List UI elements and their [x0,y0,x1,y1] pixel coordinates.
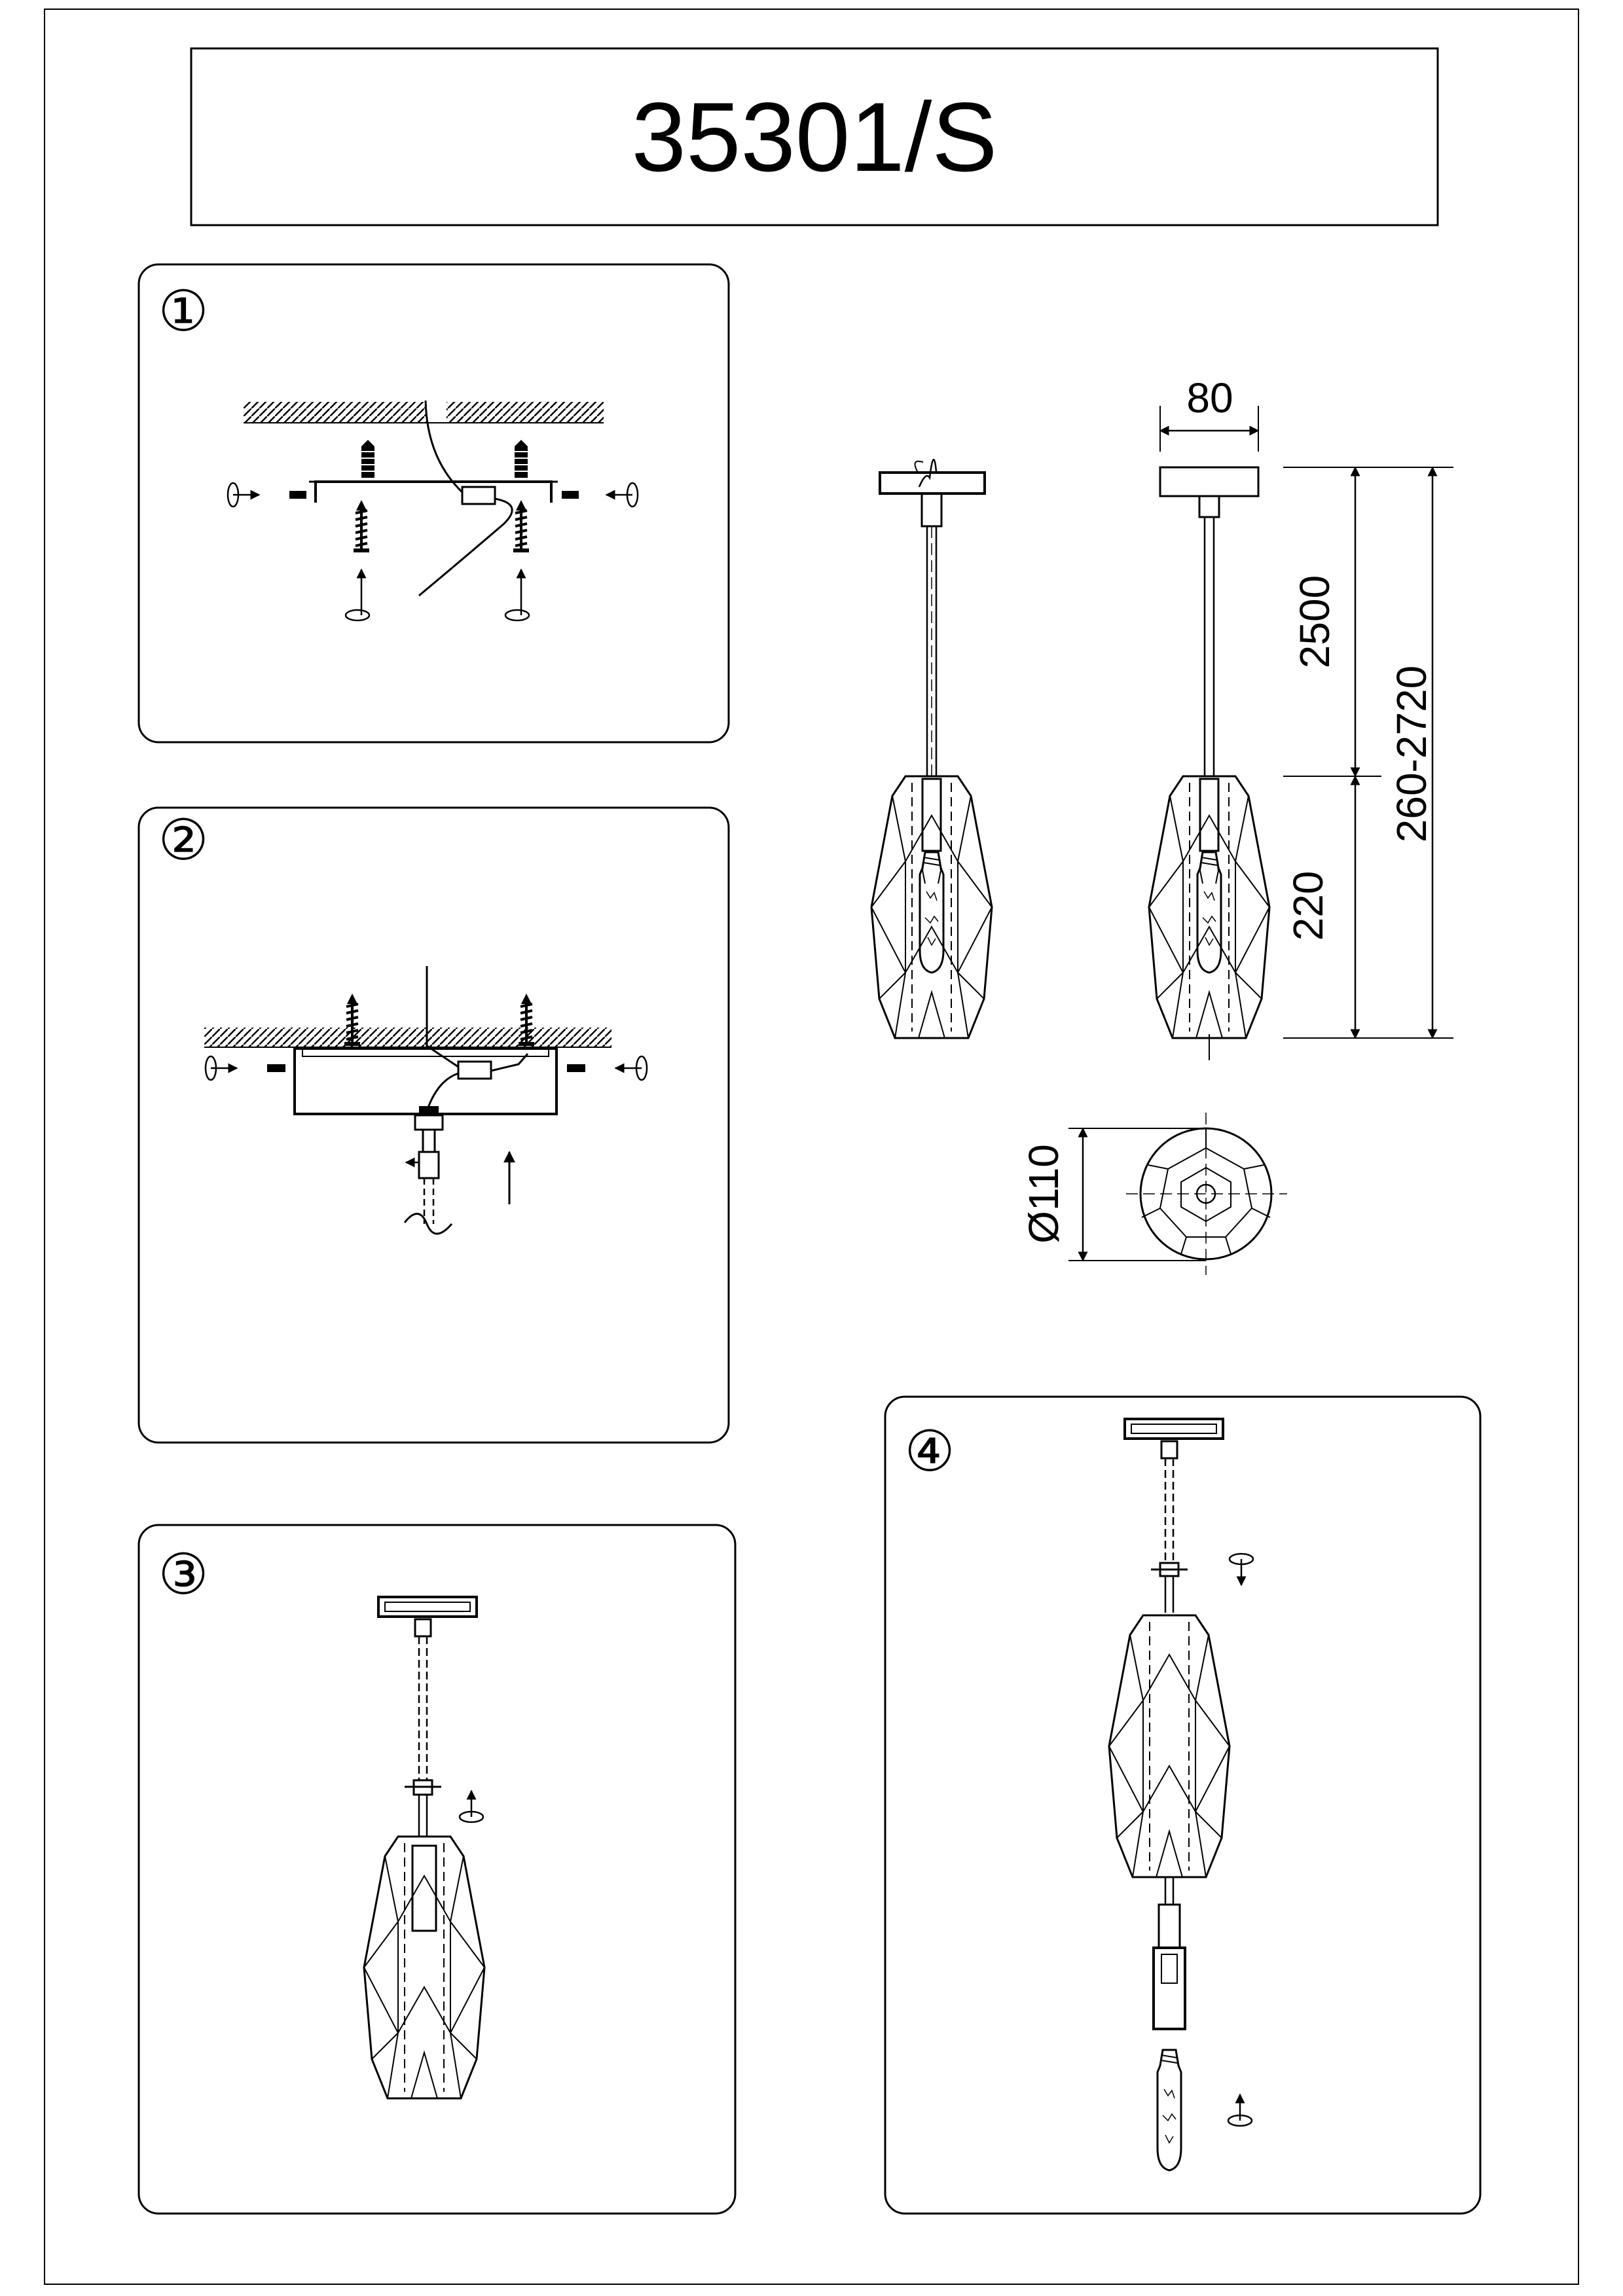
shade-diameter-label: Ø110 [1020,1144,1067,1244]
canopy-width-label: 80 [1186,374,1233,422]
step-3-number: ③ [158,1542,209,1607]
step-4-number: ④ [904,1419,955,1484]
model-number: 35301/S [631,82,998,192]
shade-height-label: 220 [1285,870,1332,941]
sheet-border [44,9,1579,2285]
step-2-drawing [204,966,647,1235]
step-1-panel [137,263,730,744]
step-1-number: ① [158,279,209,344]
cable-length-label: 2500 [1291,575,1338,669]
step-2-panel [137,806,730,1444]
step-3-panel [137,1524,737,2215]
step-4-drawing [1108,1418,1253,2172]
shade-top-view [1126,1113,1287,1275]
step-3-drawing [363,1596,486,2100]
step-2-number: ② [158,808,209,873]
step-1-drawing [228,400,638,622]
title-frame [190,47,1439,226]
front-view [870,458,993,1039]
step-4-panel [884,1395,1482,2215]
total-height-label: 260-2720 [1388,665,1435,843]
side-view [1148,466,1271,1060]
dimension-lines [1068,406,1453,1262]
